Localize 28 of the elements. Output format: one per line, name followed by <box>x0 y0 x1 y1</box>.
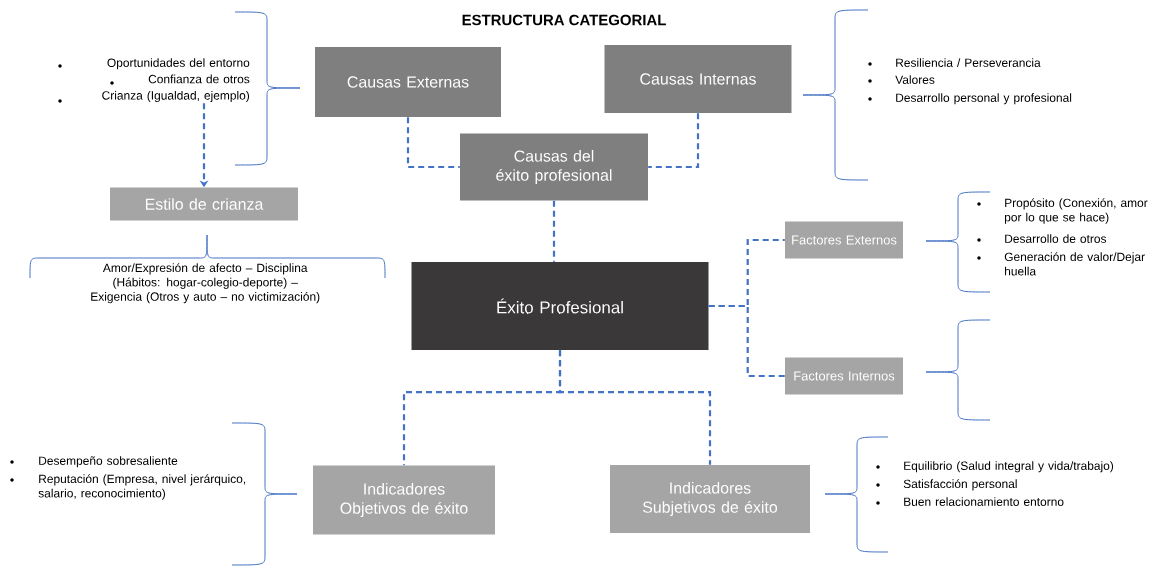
list-item: Generación de valor/Dejar huella <box>1004 252 1145 276</box>
category-box: Causas del éxito profesional <box>460 133 648 201</box>
category-box: Factores Internos <box>785 357 903 395</box>
connector <box>552 200 556 262</box>
category-box: Estilo de crianza <box>110 187 298 221</box>
list-item: Desarrollo de otros <box>1005 234 1107 243</box>
list-item: Valores <box>895 75 935 84</box>
list-item: Amor/Expresión de afecto – Disciplina (Hábitos: hogar-colegio-deporte) – Exigencia (Otros y auto – no victimización) <box>91 263 320 304</box>
list-item: Buen relacionamiento entorno <box>904 497 1064 506</box>
connector <box>406 117 460 169</box>
category-box: Causas Internas <box>604 45 792 113</box>
category-box: Indicadores Objetivos de éxito <box>313 465 495 535</box>
title: ESTRUCTURA CATEGORIAL <box>462 14 666 26</box>
connector <box>648 113 700 169</box>
list-item: Desempeño sobresaliente <box>39 456 178 468</box>
list-item: Satisfacción personal <box>903 479 1017 491</box>
list-item: Resiliencia / Perseverancia <box>896 58 1041 67</box>
list-item: Desarrollo personal y profesional <box>896 93 1072 105</box>
list-item: Reputación (Empresa, nivel jerárquico, salario, reconocimiento) <box>38 474 246 500</box>
bullet-list: Oportunidades del entorno Confianza de otros Crianza (Igualdad, ejemplo) <box>102 58 250 103</box>
category-box: Indicadores Subjetivos de éxito <box>610 465 810 533</box>
list-item: Propósito (Conexión, amor por lo que se hace) <box>1004 198 1148 224</box>
category-box: Éxito Profesional <box>411 262 709 350</box>
connector <box>558 350 712 465</box>
category-box: Causas Externas <box>315 47 501 117</box>
connector <box>708 304 785 378</box>
category-box: Factores Externos <box>785 221 903 259</box>
list-item: Equilibrio (Salud integral y vida/trabajo) <box>904 461 1114 473</box>
